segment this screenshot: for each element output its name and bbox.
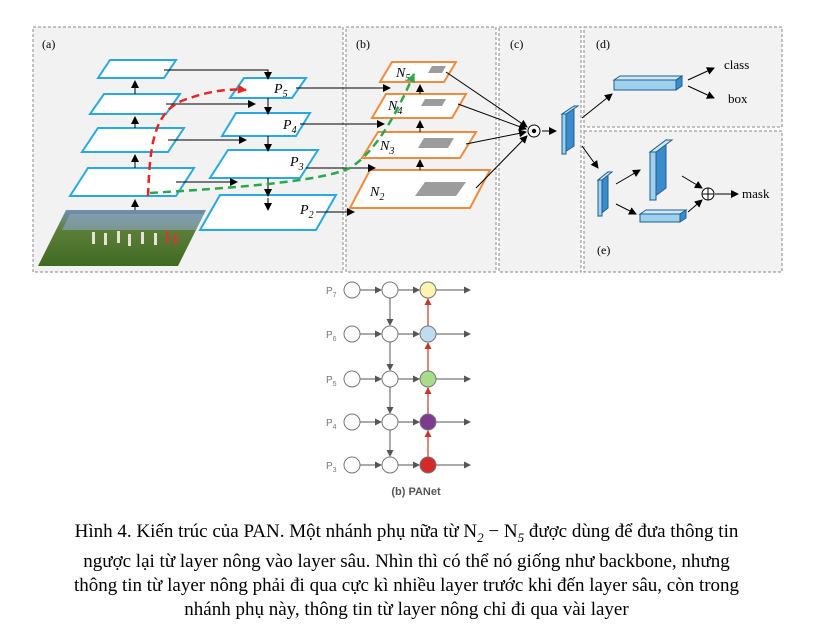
panel-d: (d): [583, 26, 783, 128]
mask-branch-input: [596, 170, 614, 218]
fusion-sum-icon: [701, 187, 715, 201]
panet-title: (b) PANet: [391, 486, 441, 498]
mask-output-label: mask: [742, 186, 770, 201]
pan-architecture-figure: (a) (b) (c) (d) (e): [32, 26, 783, 273]
n3-label: N3: [379, 139, 394, 157]
p5-label: P5: [273, 82, 288, 100]
caption-line-4: nhánh phụ này, thông tin từ layer nông c…: [184, 598, 629, 620]
n5-map: [378, 61, 458, 83]
p3-label: P3: [289, 155, 304, 173]
branch-arrows: [581, 93, 613, 169]
p4-label: P4: [282, 118, 297, 136]
caption-line-2: ngược lại từ layer nông vào layer sâu. N…: [83, 550, 730, 572]
box-branch-fc: [612, 75, 684, 91]
p3-map: [208, 149, 320, 179]
input-node: [343, 370, 361, 388]
backbone-level-3: [80, 127, 186, 153]
adaptive-pool-node: [527, 124, 541, 138]
topdown-node: [381, 281, 399, 299]
panel-e-label: (e): [597, 243, 610, 257]
backbone-stack: [68, 59, 196, 197]
green-path-arrow: [149, 73, 416, 195]
p2-label: P2: [299, 203, 314, 221]
mask-branch-fcn: [648, 139, 674, 201]
p2-map: [198, 194, 338, 231]
row-label-p4: P4: [326, 418, 337, 431]
bottomup-node: [419, 456, 437, 474]
fusion-arrows: [445, 71, 557, 189]
backbone-level-2: [68, 167, 196, 197]
caption-line-3: thông tin từ layer nông phải đi qua cực …: [73, 574, 740, 596]
bottomup-node: [419, 281, 437, 299]
n4-map: [370, 93, 468, 119]
backbone-level-5: [96, 59, 178, 79]
topdown-node: [381, 413, 399, 431]
input-node: [343, 281, 361, 299]
row-label-p7: P7: [326, 286, 337, 299]
mask-branch-fc: [638, 209, 688, 223]
figure-caption: Hình 4. Kiến trúc của PAN. Một nhánh phụ…: [20, 520, 793, 622]
p4-map: [220, 112, 312, 137]
red-path-arrow: [146, 84, 247, 197]
box-output-label: box: [728, 91, 748, 106]
fused-feature-box: [560, 105, 580, 155]
fpn-levels: [198, 77, 338, 231]
input-photo: [38, 210, 206, 266]
panel-b-label: (b): [356, 37, 370, 51]
box-branch-arrows: [687, 67, 715, 99]
panel-e: (e): [583, 130, 783, 273]
input-node: [343, 413, 361, 431]
row-label-p3: P3: [326, 461, 337, 474]
mask-branch-arrows: [615, 169, 739, 215]
fpn-arrows: [164, 69, 272, 211]
p-labels: P5 P4 P3 P2: [273, 82, 314, 221]
panel-c-label: (c): [510, 37, 523, 51]
input-node: [343, 456, 361, 474]
n4-label: N4: [387, 99, 402, 117]
bottomup-node: [419, 370, 437, 388]
input-node: [343, 325, 361, 343]
pan-roi-patches: [415, 66, 466, 196]
p5-map: [228, 77, 308, 99]
bottomup-node: [419, 413, 437, 431]
topdown-node: [381, 370, 399, 388]
bottomup-node: [419, 325, 437, 343]
row-label-p5: P5: [326, 375, 337, 388]
row-label-p6: P6: [326, 330, 337, 343]
panel-a-label: (a): [42, 37, 55, 51]
topdown-node: [381, 456, 399, 474]
panel-d-label: (d): [596, 37, 610, 51]
class-output-label: class: [724, 57, 749, 72]
n2-label: N2: [369, 185, 384, 203]
caption-line-1: Hình 4. Kiến trúc của PAN. Một nhánh phụ…: [74, 521, 739, 545]
pan-arrows: [296, 84, 424, 216]
topdown-node: [381, 325, 399, 343]
